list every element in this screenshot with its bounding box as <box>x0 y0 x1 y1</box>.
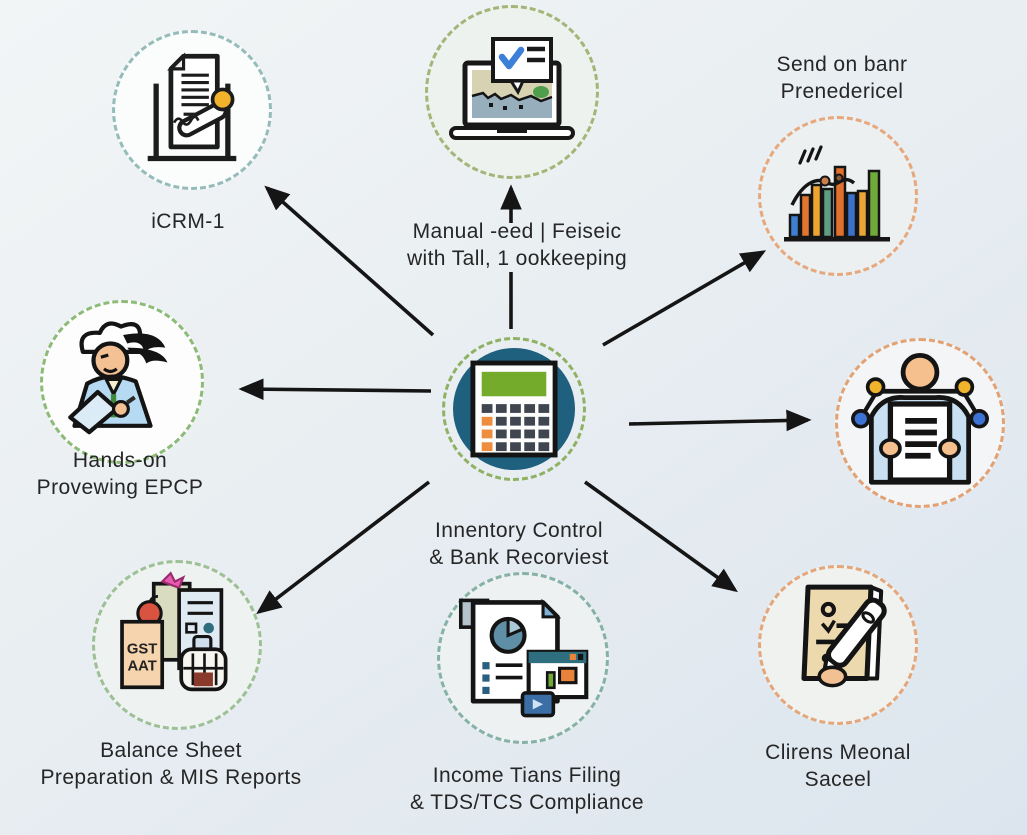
label-left: Hands-on Provewing EPCP <box>37 447 204 501</box>
label-line: Prenedericel <box>780 80 904 103</box>
label-line: Saceel <box>804 768 872 791</box>
accountant-person-icon <box>68 321 168 435</box>
label-center: Innentory Control & Bank Recorviest <box>429 517 609 571</box>
label-top-right: Send on banr Prenedericel <box>777 51 908 105</box>
node-left <box>40 300 204 464</box>
node-bottom-left: GST AAT <box>92 560 262 730</box>
gst-documents-icon: GST AAT <box>120 571 228 692</box>
label-bottom-center: Income Tians Filing & TDS/TCS Compliance <box>410 762 644 816</box>
node-right <box>835 338 1005 508</box>
node-top-right <box>758 116 918 276</box>
label-line: Clirens Meonal <box>765 741 911 764</box>
gst-card-text: GST <box>127 641 157 657</box>
arrow-to-left <box>238 378 432 401</box>
label-bottom-left: Balance Sheet Preparation & MIS Reports <box>41 737 302 791</box>
label-line: Manual -eed | Feiseic <box>412 220 622 243</box>
arrow-to-bottom-left <box>256 480 431 615</box>
label-line: Preparation & MIS Reports <box>40 766 302 789</box>
node-top-left <box>112 30 272 190</box>
label-top-left: iCRM-1 <box>151 208 225 235</box>
node-top-center <box>425 5 599 179</box>
gst-card-text: AAT <box>127 658 156 674</box>
laptop-map-icon <box>449 37 575 140</box>
label-line: Provewing EPCP <box>36 476 204 499</box>
bar-chart-icon <box>784 145 890 242</box>
label-line: Hands-on <box>72 449 168 472</box>
arrow-to-right <box>628 409 812 432</box>
label-line: Innentory Control <box>435 519 603 542</box>
label-top-center: Manual -eed | Feiseic with Tall, 1 ookke… <box>407 218 627 272</box>
label-line: Income Tians Filing <box>432 764 622 787</box>
calculator-icon <box>470 360 558 458</box>
node-center <box>442 337 586 481</box>
person-document-network-icon <box>851 352 989 485</box>
label-line: Balance Sheet <box>100 739 242 762</box>
node-bottom-right <box>758 565 918 725</box>
label-line: & TDS/TCS Compliance <box>409 791 645 814</box>
node-bottom-center <box>437 572 609 744</box>
certificate-icon <box>147 52 237 162</box>
label-bottom-right: Clirens Meonal Saceel <box>765 739 911 793</box>
label-line: iCRM-1 <box>151 210 225 233</box>
label-line: with Tall, 1 ookkeeping <box>406 247 628 270</box>
label-line: Send on banr <box>776 53 908 76</box>
label-line: & Bank Recorviest <box>429 546 609 569</box>
center-solid-circle <box>453 348 575 470</box>
tax-filing-icon <box>458 598 589 718</box>
notepad-pen-icon <box>801 584 887 688</box>
